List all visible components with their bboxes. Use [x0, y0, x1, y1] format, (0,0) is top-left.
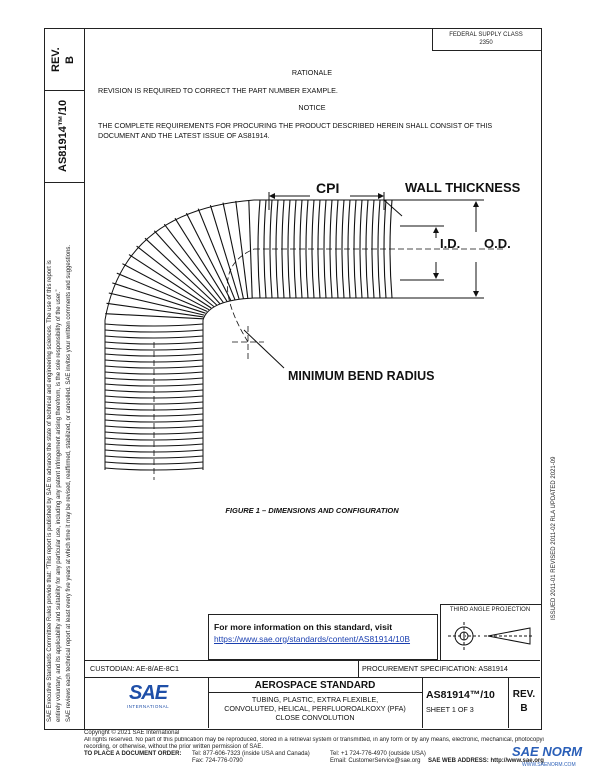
convolution-rib [136, 245, 215, 307]
info-text: For more information on this standard, v… [214, 622, 393, 632]
info-link[interactable]: https://www.sae.org/standards/content/AS… [214, 634, 411, 644]
order-email: Email: CustomerService@sae.org [330, 758, 421, 764]
label-wall-thickness: WALL THICKNESS [405, 180, 521, 195]
convolution-rib [174, 217, 228, 302]
convolution-rib [235, 200, 249, 299]
title-line-3: CLOSE CONVOLUTION [275, 713, 355, 722]
notice-line-1: THE COMPLETE REQUIREMENTS FOR PROCURING … [98, 121, 493, 130]
page-frame [84, 28, 542, 730]
side-legal-1: SAE Executive Standards Committee Rules … [47, 260, 53, 722]
supply-class-label: FEDERAL SUPPLY CLASS [449, 32, 523, 38]
convolution-rib [106, 302, 204, 318]
convolution-rib [222, 202, 244, 299]
convolution-rib [163, 223, 224, 303]
side-rev-label: REV. [50, 47, 62, 72]
divider [358, 660, 359, 677]
convolution-rib [104, 335, 204, 339]
convolution-rib [287, 199, 291, 299]
doc-number: AS81914™/10 [426, 689, 495, 701]
label-cpi: CPI [316, 180, 340, 196]
issue-dates: ISSUED 2011-01 REVISED 2011-02 RLA UPDAT… [551, 456, 557, 620]
convolution-rib [116, 272, 208, 312]
third-angle-label: THIRD ANGLE PROJECTION [449, 607, 531, 613]
convolution-rib [144, 237, 218, 306]
left-column [44, 28, 85, 730]
watermark-sub: WWW.SAENORM.COM [522, 762, 576, 768]
convolution-rib [108, 292, 205, 316]
copyright-1: Copyright © 2021 SAE International [84, 730, 180, 736]
projection-symbol [448, 622, 534, 650]
box-rev-label: REV. [512, 689, 536, 700]
copyright-3: recording, or otherwise, without the pri… [84, 744, 264, 750]
box-rev-value: B [520, 703, 528, 714]
convolution-rib [105, 313, 204, 320]
divider [208, 692, 422, 693]
procurement-spec: PROCUREMENT SPECIFICATION: AS81914 [362, 664, 508, 673]
third-angle-box [440, 604, 541, 661]
notice-heading: NOTICE [298, 103, 326, 112]
convolution-rib [128, 254, 212, 309]
divider [84, 660, 540, 661]
title-line-2: CONVOLUTED, HELICAL, PERFLUOROALKOXY (PF… [224, 704, 406, 713]
info-box [208, 614, 438, 660]
convolution-rib [248, 200, 253, 299]
order-tel-2: Tel: +1 724-776-4970 (outside USA) [330, 751, 426, 757]
convolution-rib [104, 437, 204, 441]
sae-logo: SAE INTERNATIONAL [118, 682, 178, 710]
label-od: O.D. [484, 236, 511, 251]
convolution-rib [112, 282, 206, 314]
figure-caption: FIGURE 1 – DIMENSIONS AND CONFIGURATION [225, 506, 399, 515]
convolution-rib [104, 323, 204, 327]
order-tel: Tel: 877-606-7323 (inside USA and Canada… [192, 751, 310, 757]
convolution-rib [185, 212, 232, 301]
order-label: TO PLACE A DOCUMENT ORDER: [84, 751, 182, 757]
order-fax: Fax: 724-776-0790 [192, 758, 243, 764]
convolution-rib [305, 199, 309, 299]
sae-logo-text: SAE [128, 682, 168, 704]
side-rev-value: B [64, 56, 76, 64]
divider [44, 182, 84, 183]
divider [208, 677, 209, 728]
rationale-text: REVISION IS REQUIRED TO CORRECT THE PART… [98, 86, 338, 95]
label-id: I.D. [440, 236, 461, 251]
side-legal-3: SAE reviews each technical report at lea… [66, 244, 72, 722]
convolution-rib [153, 230, 221, 305]
convolution-rib [359, 199, 363, 299]
sae-logo-sub: INTERNATIONAL [126, 704, 170, 709]
copyright-2: All rights reserved. No part of this pub… [84, 737, 544, 743]
notice-line-2: DOCUMENT AND THE LATEST ISSUE OF AS81914… [98, 131, 270, 140]
convolution-rib [377, 199, 381, 299]
label-minimum-bend-radius: MINIMUM BEND RADIUS [288, 369, 435, 383]
aerospace-standard-title: AEROSPACE STANDARD [254, 680, 376, 691]
side-legal-2: entirely voluntary, and its applicabilit… [56, 289, 62, 722]
sheet-number: SHEET 1 OF 3 [426, 705, 474, 714]
supply-class-box [432, 28, 541, 51]
convolution-rib [104, 347, 204, 351]
convolution-rib [104, 383, 204, 387]
custodian: CUSTODIAN: AE-8/AE-8C1 [90, 664, 179, 673]
rationale-heading: RATIONALE [291, 68, 333, 77]
divider [508, 677, 509, 728]
supply-class-value: 2350 [479, 40, 493, 46]
convolution-rib [122, 263, 210, 311]
convolution-rib [104, 419, 204, 423]
title-line-1: TUBING, PLASTIC, EXTRA FLEXIBLE, [251, 695, 379, 704]
watermark: SAE NORM [512, 744, 583, 759]
convolution-rib [323, 199, 327, 299]
convolution-rib [197, 208, 236, 300]
convolution-rib [104, 365, 204, 369]
convolution-rib [209, 205, 240, 300]
side-doc-number: AS81914™/10 [57, 99, 69, 172]
divider [422, 677, 423, 728]
tubing-figure [104, 192, 504, 480]
convolution-rib [104, 401, 204, 405]
web-address: SAE WEB ADDRESS: http://www.sae.org [428, 758, 544, 764]
divider [44, 90, 84, 91]
divider [84, 677, 540, 678]
convolution-rib [341, 199, 345, 299]
convolution-rib [104, 455, 204, 459]
convolution-rib [104, 329, 204, 333]
convolution-rib [269, 199, 273, 299]
